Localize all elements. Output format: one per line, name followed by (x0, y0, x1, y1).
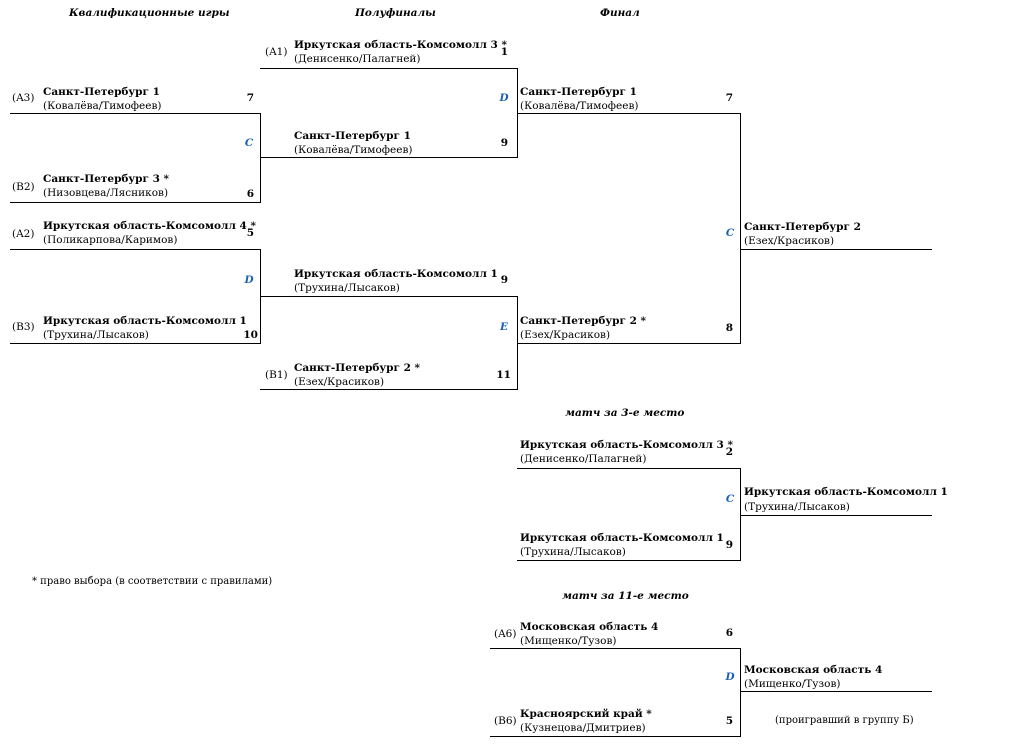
winner-players: (Езех/Красиков) (744, 235, 835, 247)
match-score: 5 (246, 227, 254, 239)
loser-note: (проигравший в группу Б) (775, 715, 914, 726)
header-qualification: Квалификационные игры (69, 7, 230, 19)
team-name: Иркутская область-Комсомолл 3 * (520, 439, 733, 451)
seed-label: (A1) (265, 46, 288, 58)
match-score: 9 (500, 274, 508, 286)
match-score: 6 (246, 188, 254, 200)
bracket-line (517, 468, 741, 469)
seed-label: (A3) (12, 92, 35, 104)
winner-team: Санкт-Петербург 2 (744, 221, 861, 233)
winner-players: (Мищенко/Тузов) (744, 678, 841, 690)
bracket-line (10, 343, 260, 344)
team-players: (Езех/Красиков) (520, 329, 611, 341)
team-name: Санкт-Петербург 1 (294, 130, 411, 142)
team-players: (Ковалёва/Тимофеев) (43, 100, 162, 112)
header-final: Финал (600, 7, 640, 19)
bracket-line (10, 249, 260, 250)
seed-label: (B1) (265, 369, 288, 381)
team-name: Иркутская область-Комсомолл 1 (294, 268, 498, 280)
bracket-line (260, 113, 261, 203)
header-eleventh-place: матч за 11-е место (562, 590, 689, 602)
footnote: * право выбора (в соответствии с правила… (32, 576, 273, 587)
team-name: Иркутская область-Комсомолл 1 (520, 532, 724, 544)
header-third-place: матч за 3-е место (565, 407, 685, 419)
bracket-line (490, 736, 741, 737)
match-score: 9 (725, 539, 733, 551)
bracket-line (740, 691, 932, 692)
team-players: (Денисенко/Палагней) (294, 53, 421, 65)
match-score: 11 (496, 369, 511, 381)
bracket-line (490, 648, 741, 649)
team-players: (Ковалёва/Тимофеев) (294, 144, 413, 156)
match-score: 2 (725, 446, 733, 458)
team-name: Иркутская область-Комсомолл 4 * (43, 220, 256, 232)
seed-label: (B3) (12, 321, 35, 333)
match-score: 5 (725, 715, 733, 727)
team-players: (Ковалёва/Тимофеев) (520, 100, 639, 112)
match-score: 7 (246, 92, 254, 104)
match-score: 1 (500, 46, 508, 58)
bracket-line (740, 648, 741, 737)
team-players: (Кузнецова/Дмитриев) (520, 722, 646, 734)
winner-team: Московская область 4 (744, 664, 883, 676)
bracket-line (260, 296, 518, 297)
winner-players: (Трухина/Лысаков) (744, 501, 850, 513)
bracket-line (260, 68, 518, 69)
court-label: C (244, 137, 254, 149)
header-semifinals: Полуфиналы (355, 7, 436, 19)
team-name: Московская область 4 (520, 621, 659, 633)
bracket-line (10, 113, 260, 114)
bracket-line (517, 560, 741, 561)
seed-label: (B2) (12, 181, 35, 193)
team-name: Санкт-Петербург 3 * (43, 173, 170, 185)
match-score: 10 (243, 329, 258, 341)
winner-team: Иркутская область-Комсомолл 1 (744, 486, 948, 498)
bracket-line (260, 389, 518, 390)
team-name: Санкт-Петербург 2 * (520, 315, 647, 327)
seed-label: (B6) (494, 715, 517, 727)
match-score: 7 (725, 92, 733, 104)
bracket-line (10, 202, 260, 203)
match-score: 6 (725, 627, 733, 639)
team-players: (Трухина/Лысаков) (520, 546, 626, 558)
court-label: E (499, 321, 508, 333)
team-players: (Езех/Красиков) (294, 376, 385, 388)
bracket-line (517, 343, 741, 344)
team-name: Санкт-Петербург 1 (520, 86, 637, 98)
match-score: 8 (725, 322, 733, 334)
team-players: (Трухина/Лысаков) (294, 282, 400, 294)
bracket-line (517, 113, 741, 114)
team-name: Иркутская область-Комсомолл 3 * (294, 39, 507, 51)
court-label: C (725, 493, 735, 505)
team-name: Иркутская область-Комсомолл 1 (43, 315, 247, 327)
match-score: 9 (500, 137, 508, 149)
court-label: C (725, 227, 735, 239)
court-label: D (499, 92, 509, 104)
court-label: D (725, 671, 735, 683)
bracket-line (740, 249, 932, 250)
team-name: Санкт-Петербург 2 * (294, 362, 421, 374)
court-label: D (244, 274, 254, 286)
team-players: (Низовцева/Лясников) (43, 187, 169, 199)
team-players: (Денисенко/Палагней) (520, 453, 647, 465)
team-players: (Поликарпова/Каримов) (43, 234, 178, 246)
team-players: (Трухина/Лысаков) (43, 329, 149, 341)
bracket-line (740, 515, 932, 516)
bracket-line (740, 468, 741, 561)
bracket-line (260, 157, 518, 158)
seed-label: (A6) (494, 628, 517, 640)
bracket-line (740, 113, 741, 344)
team-players: (Мищенко/Тузов) (520, 635, 617, 647)
team-name: Санкт-Петербург 1 (43, 86, 160, 98)
seed-label: (A2) (12, 228, 35, 240)
team-name: Красноярский край * (520, 708, 652, 720)
